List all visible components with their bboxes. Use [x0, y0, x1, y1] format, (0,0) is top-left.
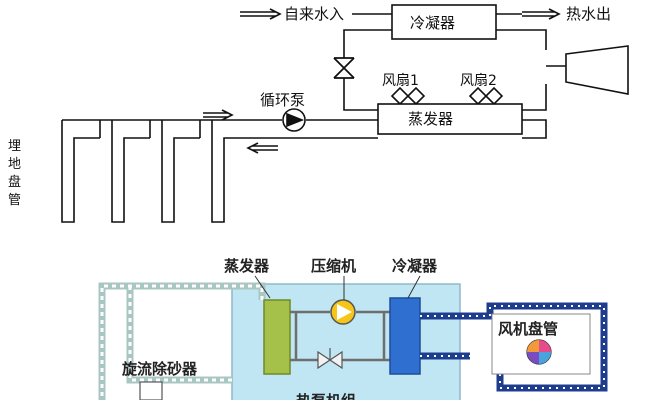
evaporator-label: 蒸发器	[408, 110, 453, 128]
flow-arrow-right-icon	[203, 109, 234, 121]
label-pointers	[254, 275, 421, 300]
ground-return-header	[240, 119, 547, 139]
fan2-label: 风扇2	[460, 73, 497, 89]
flow-arrow-left-icon	[246, 142, 278, 154]
bottom-evaporator-label: 蒸发器	[224, 257, 270, 275]
desander-label: 旋流除砂器	[121, 360, 198, 378]
refrigerant-line-right	[496, 29, 547, 111]
inlet-label: 自来水入	[284, 5, 344, 23]
evaporator-box	[377, 103, 523, 135]
compressor-icon	[546, 45, 629, 95]
fan-icon	[526, 339, 552, 365]
desander-icon	[139, 381, 163, 400]
circulation-pump-icon	[282, 108, 306, 132]
bottom-schematic	[98, 275, 608, 400]
svg-text:埋: 埋	[8, 139, 21, 154]
expansion-valve-icon	[317, 348, 343, 370]
ground-pipe-label: 埋 地 盘 管	[8, 139, 21, 208]
bottom-condenser-label: 冷凝器	[392, 257, 438, 275]
evaporator-block	[263, 299, 291, 375]
inlet-arrow-icon	[240, 8, 282, 20]
expansion-valve-icon	[333, 57, 355, 79]
compressor-icon	[330, 299, 356, 325]
ground-loops	[61, 120, 240, 223]
outlet-arrow-icon	[522, 8, 561, 20]
condenser-block	[389, 297, 421, 375]
fan1-icon	[390, 86, 426, 106]
unit-label: 热泵机组	[296, 392, 356, 400]
pump-label: 循环泵	[260, 91, 305, 109]
outlet-label: 热水出	[566, 5, 611, 23]
refrigerant-circuit	[290, 310, 390, 362]
fan2-icon	[468, 86, 504, 106]
top-schematic	[61, 4, 629, 223]
refrigerant-line-left	[343, 29, 392, 111]
condenser-box	[391, 4, 497, 40]
svg-text:盘: 盘	[8, 174, 21, 190]
fan-coil-label: 风机盘管	[498, 320, 558, 338]
condenser-label: 冷凝器	[410, 14, 455, 32]
svg-text:地: 地	[8, 157, 21, 172]
fan1-label: 风扇1	[382, 73, 419, 89]
bottom-compressor-label: 压缩机	[311, 257, 356, 275]
svg-text:管: 管	[8, 193, 21, 208]
